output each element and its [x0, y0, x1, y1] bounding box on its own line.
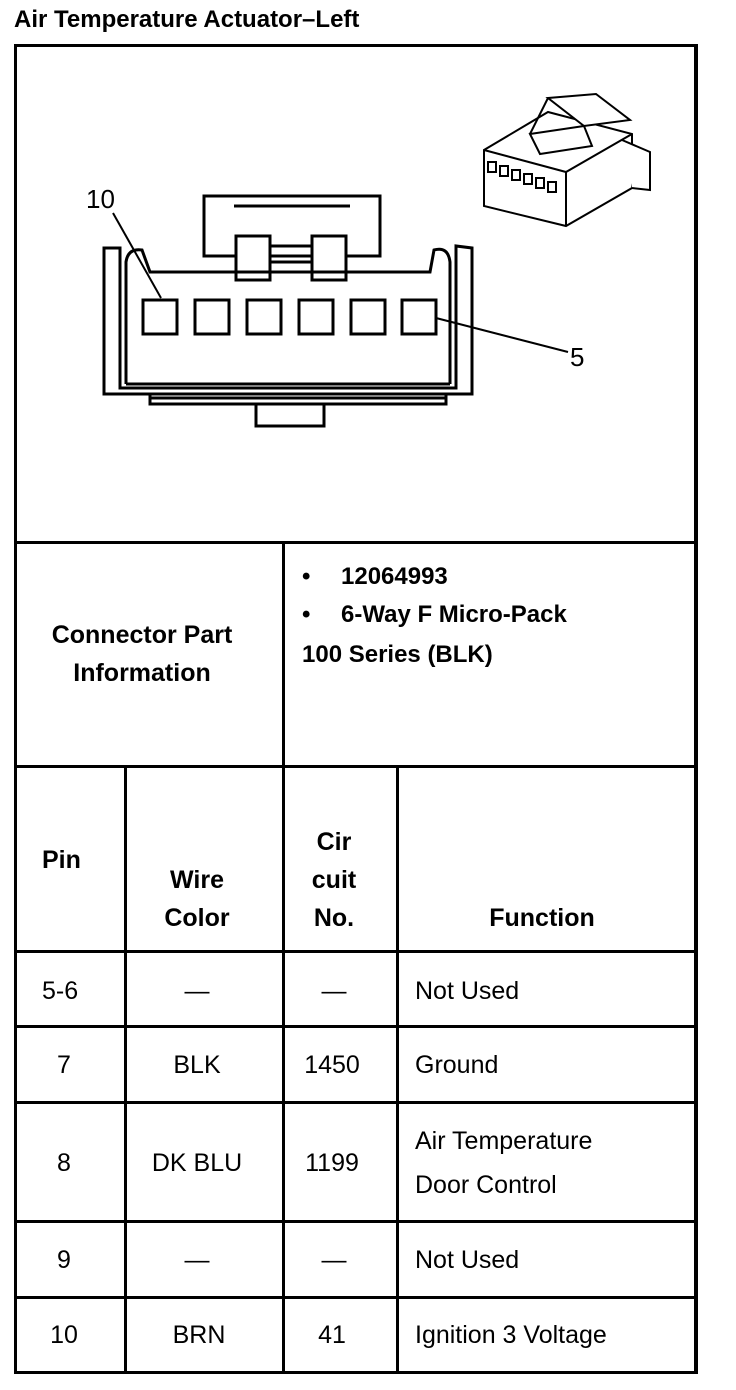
row-3-circuit: 1199 [305, 1149, 359, 1177]
divider-row-1 [14, 1025, 698, 1028]
connector-body [102, 194, 474, 428]
row-5-circuit: 41 [318, 1321, 346, 1349]
bullet-2: • [302, 601, 311, 628]
connector-sheet-frame [14, 44, 698, 1374]
divider-info-column [282, 541, 285, 768]
header-function: Function [489, 904, 595, 932]
row-2-pin: 7 [57, 1051, 71, 1079]
bullet-1: • [302, 563, 311, 590]
row-3-pin: 8 [57, 1149, 71, 1177]
cavity-8 [245, 298, 283, 336]
connector-type-line1: 6-Way F Micro-Pack [341, 601, 567, 628]
row-2-circuit: 1450 [304, 1051, 360, 1079]
divider-col-pin [124, 765, 127, 1374]
connector-info-label-line1: Connector Part [51, 621, 233, 649]
cavity-6 [349, 298, 387, 336]
row-3-wire: DK BLU [151, 1149, 243, 1177]
cavity-5 [400, 298, 438, 336]
pin-label-b: 5 [570, 342, 584, 372]
row-2-wire: BLK [173, 1051, 221, 1079]
row-4-circuit: — [321, 1246, 347, 1274]
row-3-function-line2: Door Control [415, 1171, 557, 1199]
header-wire-line1: Wire [170, 866, 224, 894]
row-4-wire: — [184, 1246, 210, 1274]
header-circuit-line3: No. [313, 904, 355, 932]
divider-col-wire [282, 765, 285, 1374]
divider-row-4 [14, 1296, 698, 1299]
divider-header [14, 950, 698, 953]
header-circuit-line2: cuit [311, 866, 357, 894]
header-pin: Pin [42, 846, 81, 874]
connector-thumbnail [483, 92, 651, 228]
pin-cavities [141, 298, 438, 336]
row-2-function: Ground [415, 1051, 499, 1079]
connector-type-line2: 100 Series (BLK) [302, 641, 493, 668]
connector-diagram: 10 5 [86, 92, 651, 428]
divider-row-3 [14, 1220, 698, 1223]
cavity-7 [297, 298, 335, 336]
leader-line-pin-a [112, 212, 162, 299]
row-1-circuit: — [321, 977, 347, 1005]
row-5-wire: BRN [172, 1321, 226, 1349]
divider-row-2 [14, 1101, 698, 1104]
part-number: 12064993 [341, 563, 448, 590]
divider-diagram [14, 541, 698, 544]
leader-line-pin-b [435, 317, 569, 353]
row-1-wire: — [184, 977, 210, 1005]
row-1-function: Not Used [415, 977, 520, 1005]
pin-label-a: 10 [86, 184, 115, 214]
row-4-function: Not Used [415, 1246, 520, 1274]
row-1-pin: 5-6 [42, 977, 79, 1005]
row-5-function: Ignition 3 Voltage [415, 1321, 607, 1349]
cavity-9 [193, 298, 231, 336]
divider-info [14, 765, 698, 768]
header-circuit-line1: Cir [316, 828, 352, 856]
cavity-10 [141, 298, 179, 336]
row-3-function-line1: Air Temperature [415, 1127, 593, 1155]
page-title: Air Temperature Actuator–Left [14, 6, 360, 33]
connector-info-label-line2: Information [73, 659, 211, 687]
header-wire-line2: Color [164, 904, 230, 932]
row-5-pin: 10 [50, 1321, 78, 1349]
divider-col-circuit [396, 765, 399, 1374]
row-4-pin: 9 [57, 1246, 71, 1274]
